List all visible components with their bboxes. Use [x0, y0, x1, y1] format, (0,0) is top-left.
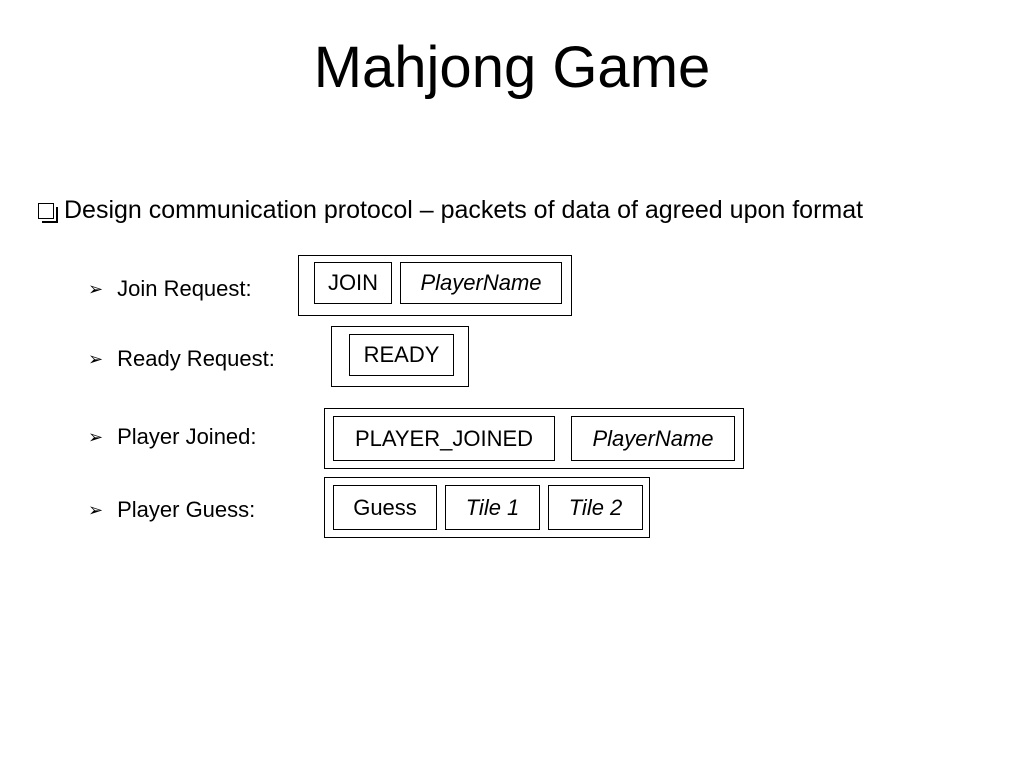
join-field: JOIN [314, 261, 392, 304]
main-bullet: Design communication protocol – packets … [38, 194, 863, 226]
playername-field: PlayerName [400, 261, 562, 304]
player-guess-label: ➢ Player Guess: [88, 496, 255, 524]
player-joined-packet: PLAYER_JOINED PlayerName [324, 408, 744, 469]
arrow-bullet-icon: ➢ [88, 427, 104, 447]
tile-2-field: Tile 2 [548, 485, 643, 530]
arrow-bullet-icon: ➢ [88, 349, 104, 369]
ready-request-label: ➢ Ready Request: [88, 345, 275, 373]
checkbox-bullet-icon [38, 203, 58, 223]
player-guess-label-text: Player Guess: [117, 497, 256, 522]
player-joined-field: PLAYER_JOINED [333, 416, 555, 461]
join-request-label: ➢ Join Request: [88, 275, 252, 303]
ready-field: READY [349, 333, 454, 376]
player-joined-label-text: Player Joined: [117, 424, 257, 449]
main-bullet-text: Design communication protocol – packets … [64, 196, 864, 224]
player-joined-label: ➢ Player Joined: [88, 423, 257, 451]
player-guess-packet: Guess Tile 1 Tile 2 [324, 477, 650, 538]
join-request-packet: JOIN PlayerName [298, 255, 572, 316]
tile-1-field: Tile 1 [445, 485, 540, 530]
playername-field: PlayerName [571, 416, 735, 461]
guess-field: Guess [333, 485, 437, 530]
slide-title: Mahjong Game [313, 35, 711, 100]
ready-request-label-text: Ready Request: [117, 346, 275, 371]
join-request-label-text: Join Request: [117, 276, 252, 301]
arrow-bullet-icon: ➢ [88, 279, 104, 299]
ready-request-packet: READY [331, 326, 469, 387]
arrow-bullet-icon: ➢ [88, 500, 104, 520]
